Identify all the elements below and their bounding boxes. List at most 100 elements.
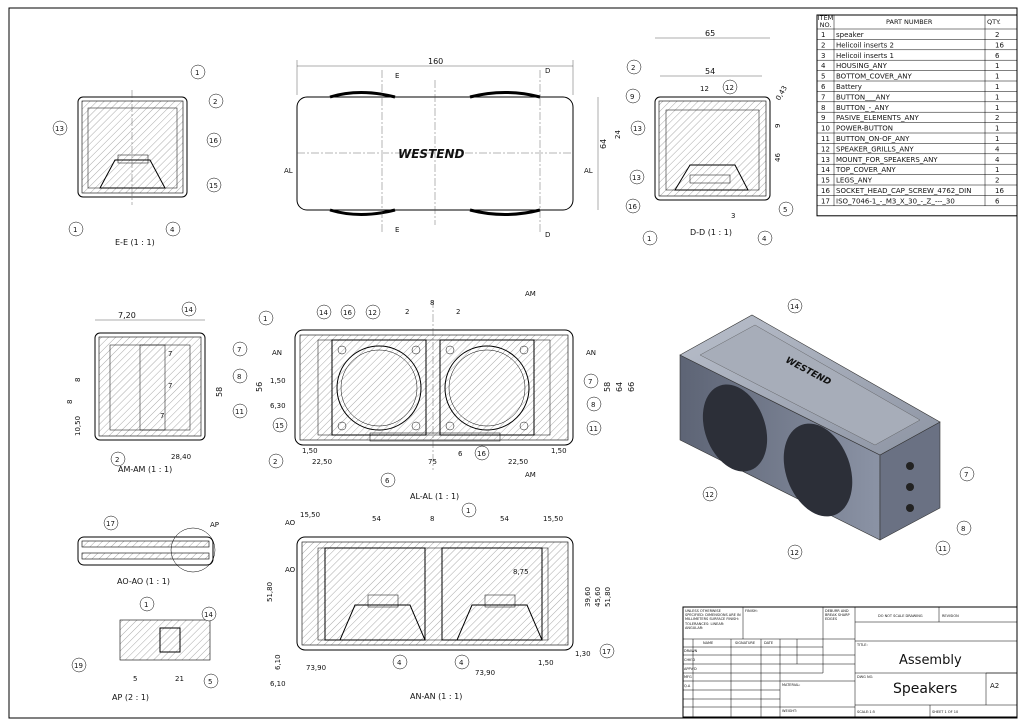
- annotation-text: 22,50: [312, 458, 332, 466]
- annotation-text: 12: [700, 85, 709, 93]
- annotation-text: SHEET 1 OF 10: [932, 710, 958, 714]
- bom-cell-no: 4: [821, 62, 826, 70]
- bom-cell-part: POWER-BUTTON: [836, 125, 893, 133]
- balloon-circle: [139, 596, 155, 612]
- tb-deburr: DEBURR AND BREAK SHARP EDGES: [825, 609, 850, 622]
- annotation-text: AP: [210, 521, 219, 529]
- view-isometric: WESTEND 14 7 8 11 12 12: [679, 298, 975, 560]
- drawing-line: [117, 154, 149, 164]
- drawing-line: [336, 345, 422, 431]
- annotation-text: 10,50: [74, 416, 82, 436]
- balloon-circle: [365, 304, 381, 320]
- balloon-number: 14: [184, 306, 193, 314]
- view-label-e-e: E-E (1 : 1): [115, 238, 155, 247]
- balloon-number: 15: [275, 422, 284, 430]
- balloon-circle: [778, 201, 794, 217]
- balloon-circle: [272, 417, 288, 433]
- annotation-text: AN: [272, 349, 282, 357]
- annotation-text: 2: [405, 308, 409, 316]
- drawing-line: [170, 527, 216, 573]
- view-an-an: 15,50 54 8 54 15,50 51,80 8,75 39,60 45,…: [266, 502, 615, 701]
- annotation-text: 58: [215, 387, 224, 397]
- bom-cell-no: 14: [821, 166, 830, 174]
- annotation-text: 160: [428, 57, 443, 66]
- balloon-circle: [103, 515, 119, 531]
- bom-cell-qty: 2: [995, 31, 999, 39]
- drawing-line: [519, 421, 529, 431]
- balloon-circle: [702, 486, 718, 502]
- bom-cell-no: 13: [821, 156, 830, 164]
- annotation-text: 1,50: [551, 447, 567, 455]
- bom-cell-no: 2: [821, 41, 825, 49]
- drawing-line: [77, 536, 214, 566]
- balloon-number: 4: [170, 226, 175, 234]
- balloon-number: 1: [263, 315, 267, 323]
- balloon-number: 7: [588, 378, 592, 386]
- bom-cell-no: 9: [821, 114, 825, 122]
- balloon-number: 2: [115, 456, 119, 464]
- bom-cell-part: MOUNT_FOR_SPEAKERS_ANY: [836, 156, 938, 164]
- balloon-number: 4: [397, 659, 402, 667]
- bom-cell-qty: 1: [995, 104, 999, 112]
- bom-cell-part: BUTTON___ANY: [836, 93, 891, 101]
- tb-finish-box: FINISH:: [745, 609, 758, 613]
- balloon-circle: [110, 451, 126, 467]
- balloon-circle: [461, 502, 477, 518]
- balloon-circle: [625, 88, 641, 104]
- annotation-text: 54: [705, 67, 715, 76]
- annotation-text: E: [395, 72, 399, 80]
- balloon-number: 12: [790, 549, 799, 557]
- bom-cell-qty: 1: [995, 83, 999, 91]
- annotation-text: MFG: [684, 675, 692, 679]
- annotation-text: 9: [774, 124, 782, 128]
- drawing-line: [317, 339, 551, 436]
- bom-cell-part: Helicoil inserts 2: [836, 41, 894, 49]
- drawing-line: [445, 421, 455, 431]
- annotation-text: WEIGHT:: [782, 709, 797, 713]
- bom-cell-no: 11: [821, 135, 830, 143]
- drawing-line: [906, 462, 914, 470]
- balloon-number: 16: [209, 137, 218, 145]
- drawing-line: [702, 384, 768, 472]
- annotation-text: 75: [428, 458, 437, 466]
- drawing-line: [367, 594, 399, 608]
- annotation-text: 58: [603, 382, 612, 392]
- balloon-number: 4: [762, 235, 767, 243]
- bom-cell-qty: 6: [995, 197, 1000, 205]
- balloon-number: 17: [602, 648, 611, 656]
- balloon-number: 16: [628, 203, 637, 211]
- balloon-number: 8: [237, 373, 241, 381]
- annotation-text: 54: [372, 515, 381, 523]
- drawing-line: [816, 14, 1018, 217]
- drawing-line: [77, 96, 188, 198]
- annotation-text: 8: [74, 378, 82, 382]
- annotation-text: DO NOT SCALE DRAWING: [878, 614, 923, 618]
- view-label-ap: AP (2 : 1): [112, 693, 149, 702]
- drawing-line: [139, 344, 166, 431]
- balloon-circle: [232, 368, 248, 384]
- drawing-line: [658, 100, 767, 197]
- balloon-circle: [599, 643, 615, 659]
- bom-cell-no: 6: [821, 83, 826, 91]
- drawing-line: 1 14 16 12 7 8 11 15 2 6 16: [258, 304, 602, 488]
- drawing-line: [81, 552, 210, 560]
- annotation-text: 28,40: [171, 453, 191, 461]
- balloon-number: 1: [144, 601, 148, 609]
- view-label-al-al: AL-AL (1 : 1): [410, 492, 459, 501]
- drawing-line: [317, 547, 549, 641]
- bom-cell-part: PASIVE_ELEMENTS_ANY: [836, 114, 919, 122]
- balloon-circle: [586, 396, 602, 412]
- annotation-text: 21: [175, 675, 184, 683]
- view-am-am: 7,20 8 8 10,50 58 28,40 7 7 7 AM-AM (1 :…: [66, 301, 248, 474]
- balloon-circle: [626, 59, 642, 75]
- bom-header-qty: QTY.: [987, 18, 1001, 26]
- bom-cell-part: TOP_COVER_ANY: [835, 166, 896, 174]
- drawing-line: [411, 345, 421, 355]
- view-label-d-d: D-D (1 : 1): [690, 228, 732, 237]
- view-al-al: 8 2 2 56 1,50 6,30 22,50 75 22,50 1,50 1…: [255, 290, 636, 501]
- annotation-text: 5: [133, 675, 137, 683]
- bom-cell-part: SOCKET_HEAD_CAP_SCREW_4762_DIN: [836, 187, 971, 195]
- bom-cell-qty: 4: [995, 156, 1000, 164]
- annotation-text: 7: [168, 382, 172, 390]
- annotation-text: D: [545, 231, 550, 239]
